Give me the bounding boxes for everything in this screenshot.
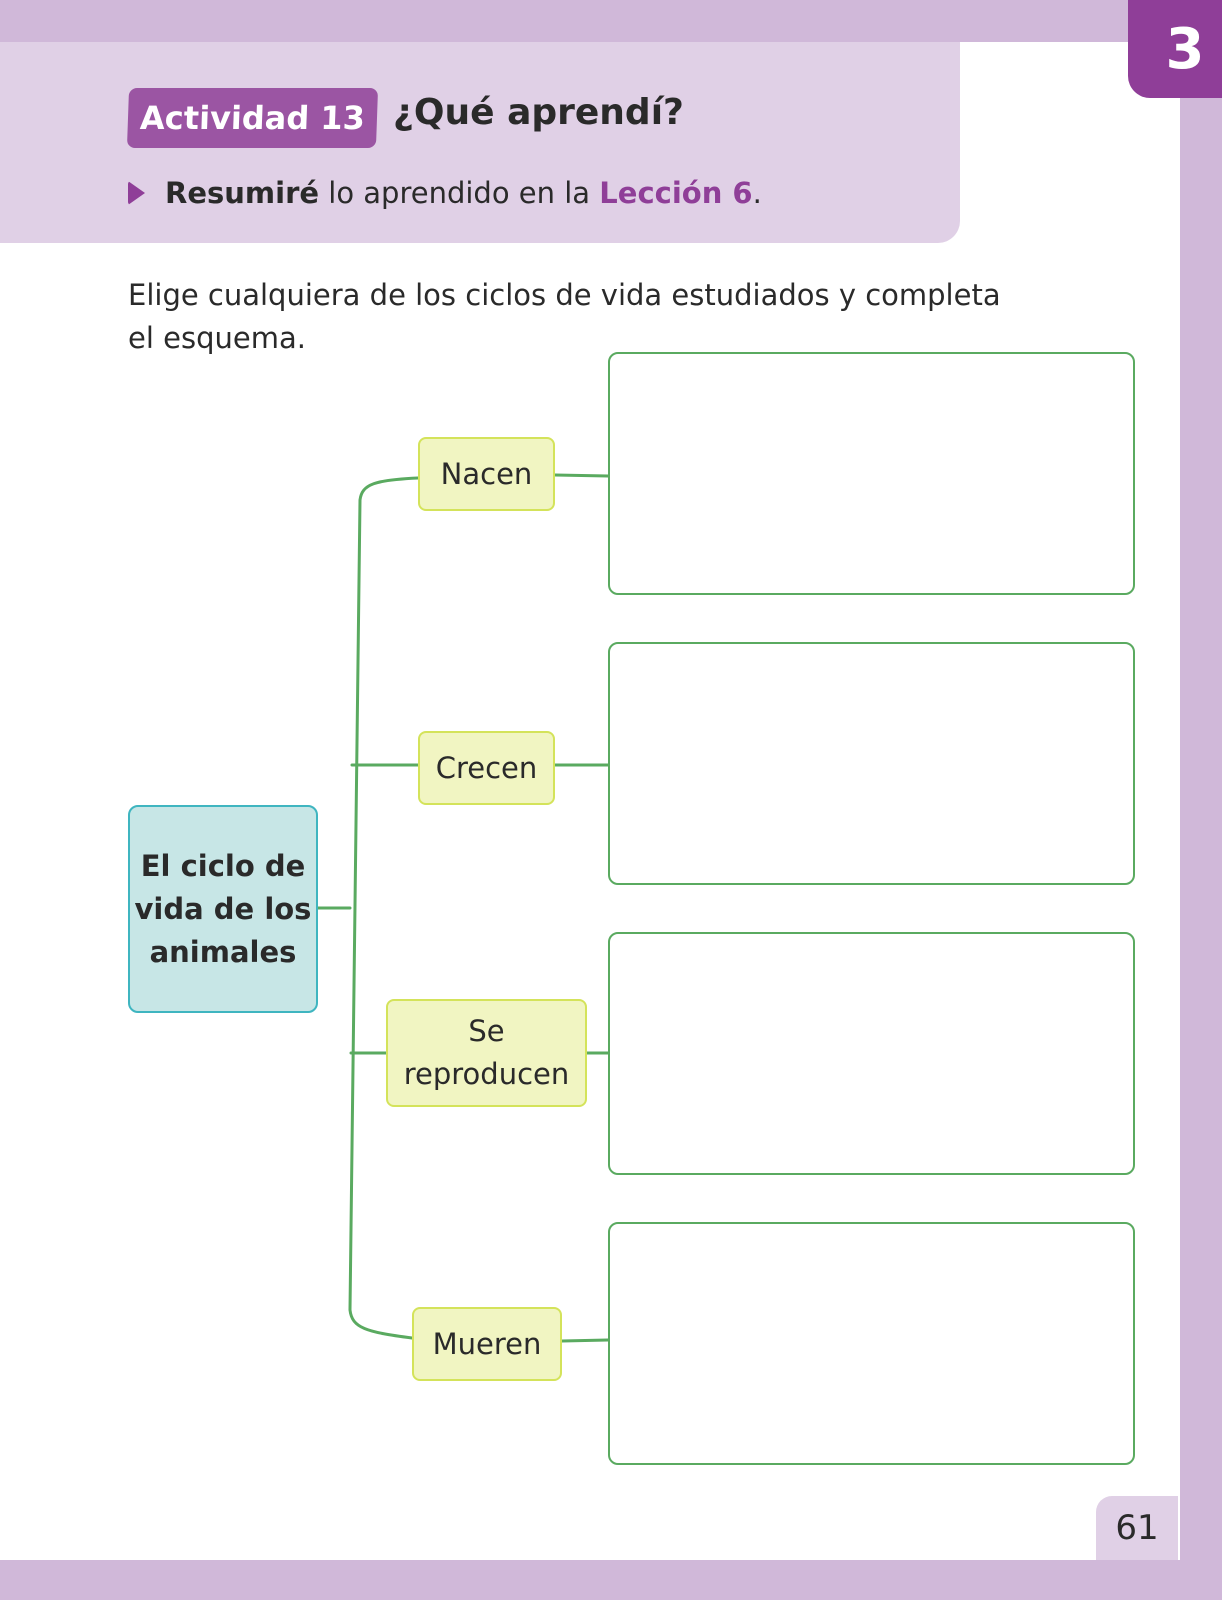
answer-box-nacen[interactable] <box>608 352 1135 595</box>
answer-box-crecen[interactable] <box>608 642 1135 885</box>
objective-end: . <box>752 176 762 210</box>
answer-box-mueren[interactable] <box>608 1222 1135 1465</box>
answer-box-se-reproducen[interactable] <box>608 932 1135 1175</box>
connector-mueren-box <box>560 1338 610 1343</box>
bottom-frame-strip <box>0 1560 1222 1600</box>
stage-se-reproducen: Se reproducen <box>386 999 587 1107</box>
activity-title: ¿Qué aprendí? <box>393 92 684 133</box>
play-bullet-icon <box>128 181 145 205</box>
connector-trunk <box>348 476 420 1340</box>
objective-lesson: Lección 6 <box>599 176 753 210</box>
page-number-tab: 61 <box>1096 1496 1178 1560</box>
diagram-root-node: El ciclo de vida de los animales <box>128 805 318 1013</box>
objective-verb: Resumiré <box>165 176 320 210</box>
connector-nacen-box <box>553 473 610 478</box>
top-frame-strip <box>0 0 1222 42</box>
right-frame-strip <box>1180 0 1222 1600</box>
objective-text: lo aprendido en la <box>319 176 600 210</box>
unit-number: 3 <box>1165 16 1205 82</box>
unit-number-tab: 3 <box>1128 0 1222 98</box>
instructions-text: Elige cualquiera de los ciclos de vida e… <box>128 278 1001 355</box>
stage-nacen: Nacen <box>418 437 555 511</box>
stage-mueren: Mueren <box>412 1307 562 1381</box>
page-number: 61 <box>1115 1508 1159 1548</box>
stage-crecen: Crecen <box>418 731 555 805</box>
activity-objective: Resumiré lo aprendido en la Lección 6. <box>128 176 762 210</box>
